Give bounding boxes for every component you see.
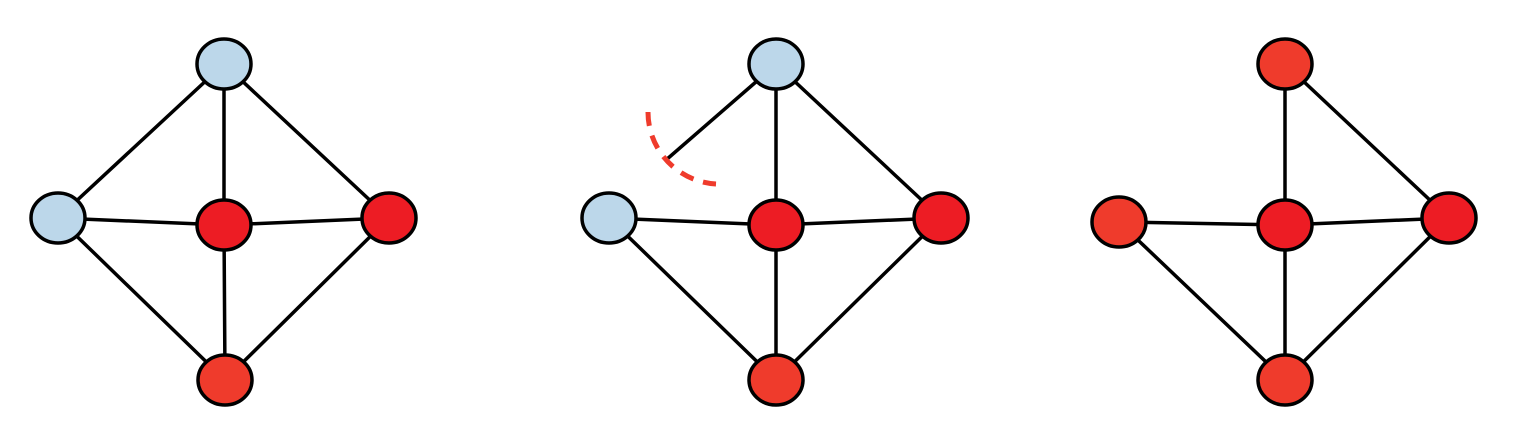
- edge-top-right: [222, 62, 391, 220]
- node-bottom-infected: [1256, 353, 1314, 407]
- cut-marker-top-left: [645, 111, 717, 187]
- edge-right-bottom: [774, 216, 943, 382]
- edge-top-right: [774, 62, 943, 220]
- network-panel-3: [1090, 37, 1478, 407]
- edge-right-bottom: [1283, 216, 1451, 382]
- node-left-susceptible: [580, 191, 638, 245]
- edge-top-left: [56, 62, 226, 220]
- network-panel-1: [29, 37, 418, 407]
- node-top-susceptible: [747, 37, 805, 91]
- node-right-infected-core: [912, 191, 970, 245]
- network-panel-2: [580, 37, 970, 407]
- node-center-infected-core: [747, 198, 805, 252]
- edge-left-bottom: [1117, 220, 1287, 382]
- node-center-infected-core: [195, 198, 253, 252]
- removed-edge-stub-top-left: [664, 79, 759, 162]
- node-bottom-infected: [747, 353, 805, 407]
- node-left-susceptible: [29, 191, 87, 245]
- edge-right-bottom: [223, 216, 391, 382]
- edge-left-bottom: [56, 216, 227, 382]
- node-bottom-infected: [196, 353, 254, 407]
- edge-left-bottom: [607, 216, 778, 382]
- node-right-infected-core: [1420, 191, 1478, 245]
- edge-top-right: [1283, 62, 1451, 220]
- node-top-infected: [1256, 37, 1314, 91]
- node-center-infected-core: [1256, 198, 1314, 252]
- node-right-infected-core: [360, 191, 418, 245]
- node-top-susceptible: [195, 37, 253, 91]
- node-left-infected: [1090, 195, 1148, 249]
